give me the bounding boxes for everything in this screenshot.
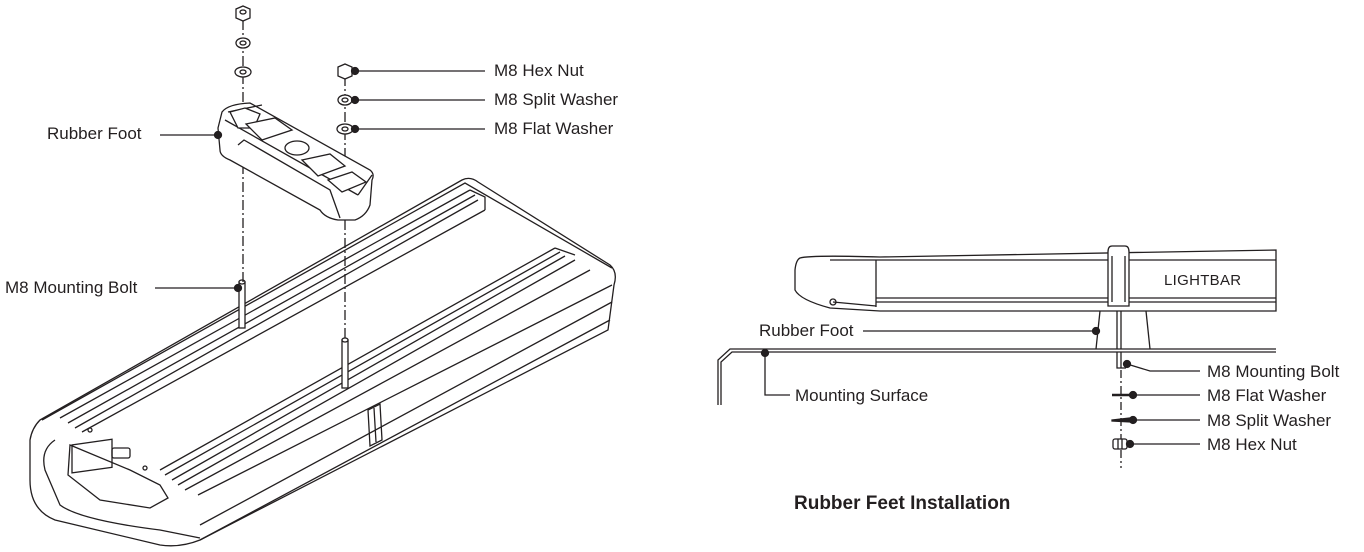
label-split-washer-side: M8 Split Washer bbox=[1207, 411, 1332, 430]
mounting-bolts bbox=[238, 279, 349, 389]
lightbar-label: LIGHTBAR bbox=[1164, 272, 1242, 289]
mounting-surface bbox=[717, 348, 1276, 405]
label-flat-washer-side: M8 Flat Washer bbox=[1207, 386, 1327, 405]
fastener-stack-left bbox=[234, 5, 252, 78]
label-flat-washer: M8 Flat Washer bbox=[494, 119, 614, 138]
label-mounting-bolt-side: M8 Mounting Bolt bbox=[1207, 362, 1340, 381]
bolt-and-fasteners-side bbox=[1111, 352, 1131, 468]
label-rubber-foot-side: Rubber Foot bbox=[759, 321, 854, 340]
lightbar-base-isometric bbox=[29, 177, 616, 547]
label-hex-nut: M8 Hex Nut bbox=[494, 61, 584, 80]
lightbar-side-profile bbox=[794, 245, 1277, 312]
rubber-foot-side bbox=[1095, 310, 1151, 350]
leader-lines-left bbox=[155, 66, 485, 293]
diagram-caption: Rubber Feet Installation bbox=[794, 493, 1011, 514]
label-mounting-surface: Mounting Surface bbox=[795, 386, 929, 405]
label-split-washer: M8 Split Washer bbox=[494, 90, 619, 109]
label-hex-nut-side: M8 Hex Nut bbox=[1207, 435, 1297, 454]
label-rubber-foot: Rubber Foot bbox=[47, 124, 142, 143]
leader-lines-right bbox=[760, 326, 1200, 449]
label-mounting-bolt: M8 Mounting Bolt bbox=[5, 278, 138, 297]
fastener-stack-right bbox=[336, 63, 354, 135]
rubber-foot-part bbox=[217, 102, 374, 221]
